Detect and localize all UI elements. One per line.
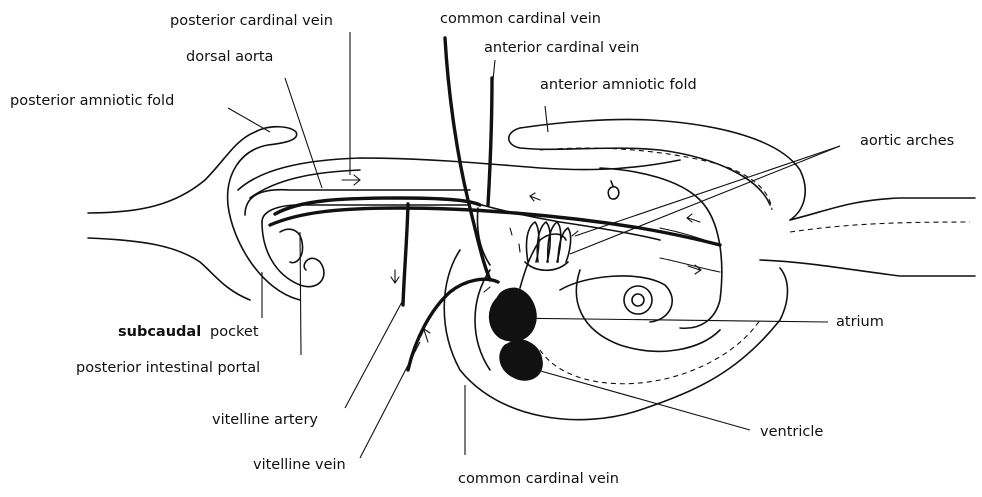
atrium-shape bbox=[489, 288, 536, 341]
label-atrium: atrium bbox=[836, 315, 884, 330]
pericardial-dashed bbox=[540, 320, 760, 384]
label-posterior-intestinal-portal: posterior intestinal portal bbox=[76, 361, 260, 376]
posterior-amniotic-fold bbox=[228, 127, 300, 300]
right-body-wall-upper bbox=[790, 198, 975, 220]
eye-outer bbox=[624, 286, 652, 314]
label-common-cardinal-vein-top: common cardinal vein bbox=[440, 12, 601, 27]
eye-inner bbox=[632, 294, 644, 306]
label-anterior-cardinal-vein: anterior cardinal vein bbox=[484, 41, 639, 56]
arch-base bbox=[525, 262, 568, 270]
left-body-wall-lower bbox=[88, 238, 250, 300]
vitelline-artery-vessel bbox=[403, 204, 408, 305]
tail-curl bbox=[262, 222, 324, 287]
anterior-cardinal-vein-vessel bbox=[488, 78, 492, 205]
head-vessel-2 bbox=[660, 258, 720, 272]
label-aortic-arches: aortic arches bbox=[860, 134, 954, 149]
label-pocket: pocket bbox=[210, 325, 259, 340]
label-vitelline-vein: vitelline vein bbox=[253, 458, 346, 473]
right-wall-dashed bbox=[790, 222, 970, 232]
subcaudal-pocket-curve bbox=[280, 229, 303, 262]
dorsal-aorta-vessel bbox=[270, 208, 720, 245]
label-ventricle: ventricle bbox=[760, 425, 823, 440]
common-cardinal-vein-vessel bbox=[445, 38, 490, 280]
pericardial-inner bbox=[475, 270, 490, 370]
dorsal-line-2 bbox=[250, 170, 360, 198]
label-anterior-amniotic-fold: anterior amniotic fold bbox=[540, 78, 697, 93]
label-dorsal-aorta: dorsal aorta bbox=[186, 50, 273, 65]
ventricle-shape bbox=[500, 340, 543, 381]
label-posterior-cardinal-vein: posterior cardinal vein bbox=[170, 14, 333, 29]
label-posterior-amniotic-fold: posterior amniotic fold bbox=[10, 94, 174, 109]
anterior-fold-dashed bbox=[540, 148, 772, 210]
label-common-cardinal-vein-bottom: common cardinal vein bbox=[458, 472, 619, 487]
left-body-wall-upper bbox=[88, 132, 255, 213]
leader-lines bbox=[228, 32, 840, 458]
small-vesicle bbox=[608, 181, 619, 199]
posterior-cardinal-vein-vessel bbox=[275, 198, 480, 214]
right-body-wall-lower bbox=[760, 260, 975, 276]
label-vitelline-artery: vitelline artery bbox=[212, 413, 318, 428]
label-subcaudal: subcaudal bbox=[118, 325, 201, 340]
